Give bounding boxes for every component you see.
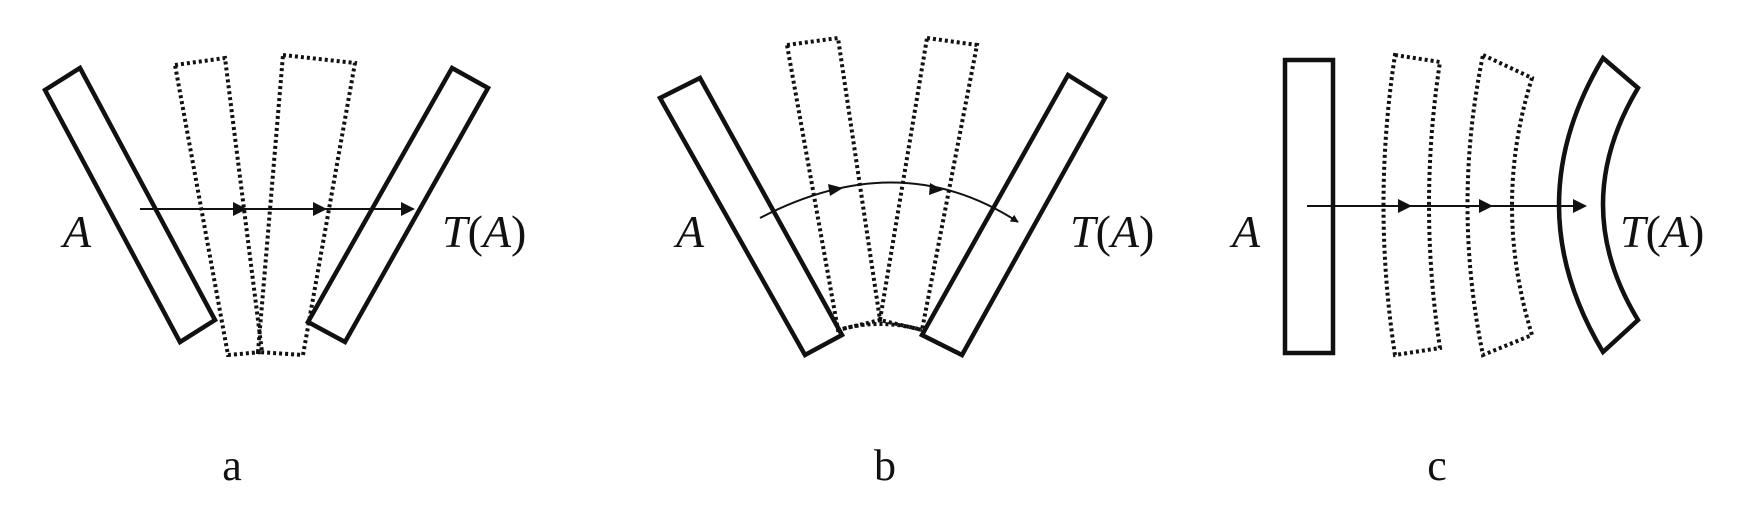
panel-a-target-bar [304, 64, 492, 346]
panel-b-arrow-midhead-2 [929, 183, 943, 195]
panel-b-source-bar [656, 75, 846, 359]
panel-a-intermediate-bar-2 [255, 52, 358, 358]
panel-c-intermediate-bar-2 [1465, 52, 1535, 358]
panel-b-target-bar [918, 71, 1109, 358]
panel-c-caption: c [1427, 441, 1447, 490]
panel-b-curved-arrow [759, 181, 1019, 223]
panel-a-caption: a [222, 441, 242, 490]
panel-b-intermediate-bar-1 [784, 35, 883, 333]
panel-c-source-label: A [1229, 206, 1261, 257]
panel-a-target-label: T(A) [442, 206, 526, 257]
panel-b-source-label: A [673, 206, 705, 257]
panel-a-intermediate-bar-1 [172, 55, 265, 358]
panel-a: A T(A) a [42, 52, 526, 490]
panel-b-caption: b [874, 441, 896, 490]
panel-b: A T(A) b [656, 35, 1154, 490]
panel-b-dotted-base [837, 322, 923, 332]
panel-c: A T(A) c [1229, 52, 1704, 490]
panel-b-intermediate-bar-2 [877, 35, 980, 333]
panel-a-source-label: A [60, 206, 92, 257]
panel-b-arrow-midhead-1 [828, 184, 843, 196]
panel-c-target-label: T(A) [1620, 206, 1704, 257]
panel-c-target-bar [1556, 54, 1641, 356]
panel-b-target-label: T(A) [1070, 206, 1154, 257]
panel-c-intermediate-bar-1 [1381, 52, 1443, 358]
panel-a-source-bar [42, 64, 218, 346]
